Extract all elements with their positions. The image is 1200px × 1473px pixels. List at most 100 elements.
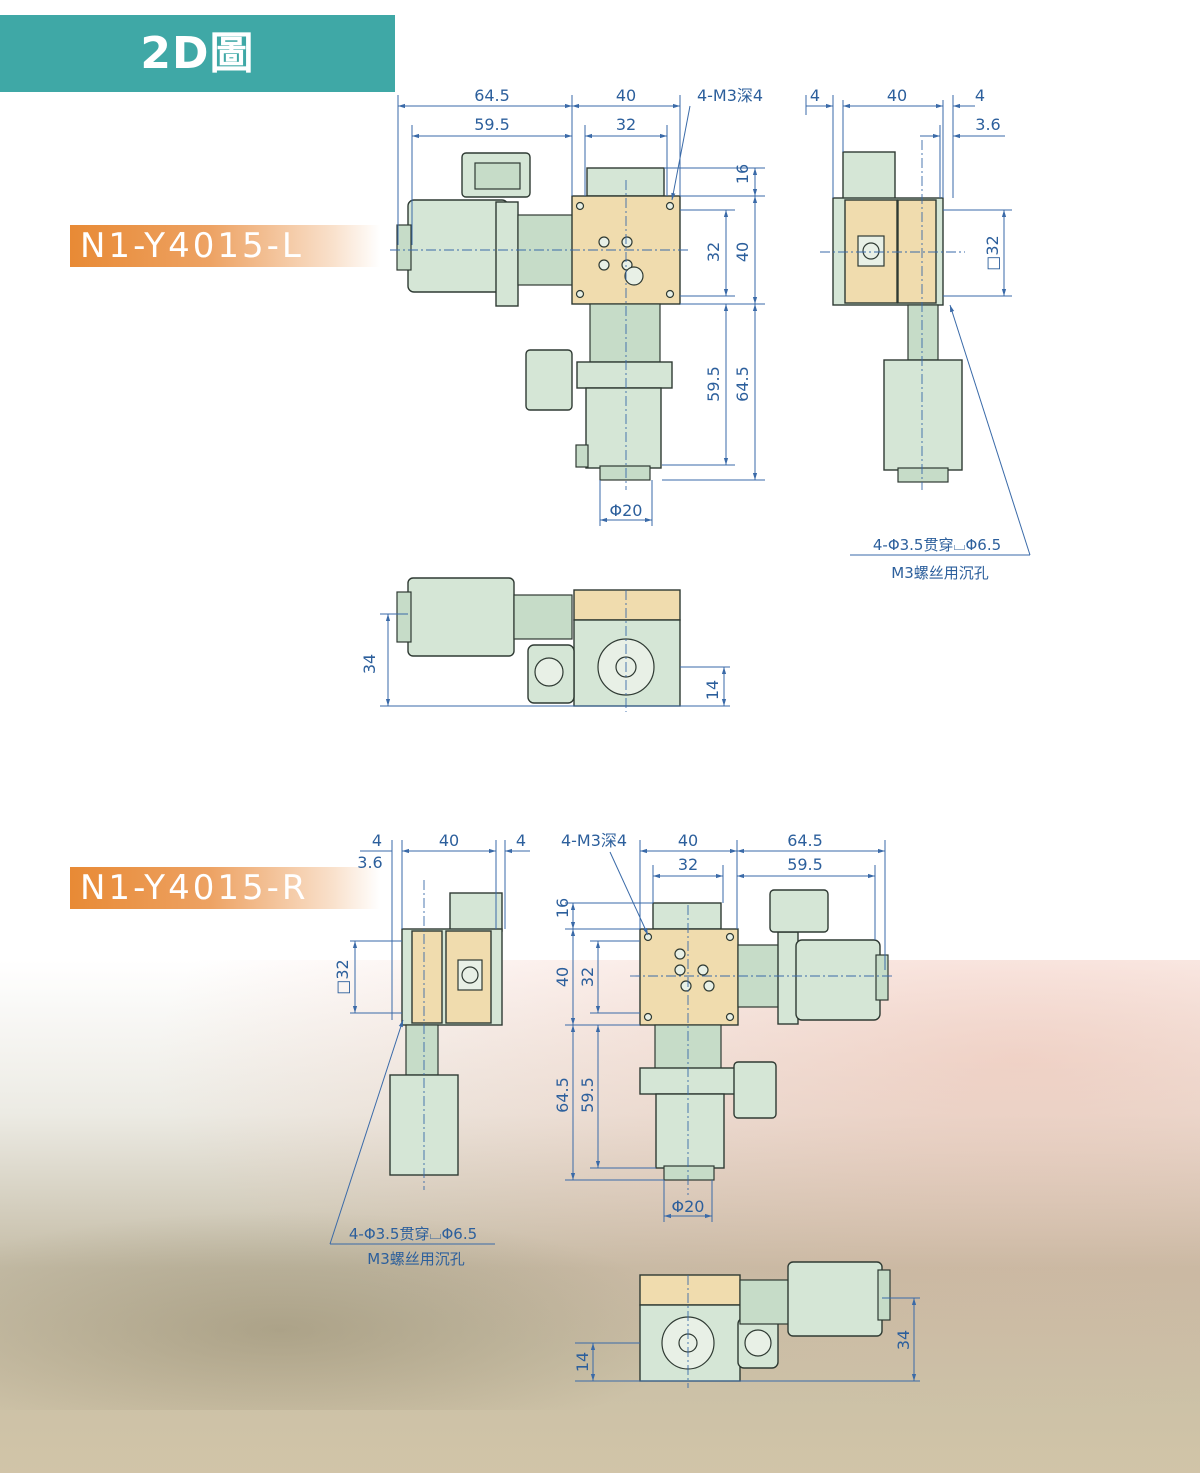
- background-hill: [0, 1210, 700, 1410]
- dim-r-front-34: 34: [894, 1330, 913, 1350]
- r-lower-motor-end: [663, 1165, 715, 1181]
- dim-r-40v: 40: [553, 967, 572, 987]
- model-label-l: N1-Y4015-L: [70, 225, 380, 267]
- r-front-coupling: [739, 1279, 793, 1325]
- l-plate-knob: [624, 266, 644, 286]
- r-plate-screw: [643, 932, 653, 942]
- dim-r-64-5: 64.5: [787, 831, 823, 850]
- r-front-motor: [787, 1261, 883, 1337]
- dim-l-40v: 40: [733, 242, 752, 262]
- dim-l-59-5v: 59.5: [704, 366, 723, 402]
- dim-r-front-14: 14: [573, 1352, 592, 1372]
- r-motor-flange: [777, 931, 799, 1025]
- l-front-plate: [573, 589, 681, 621]
- r-front-connector-hole: [744, 1329, 772, 1357]
- r-top-plate: [639, 928, 739, 1026]
- r-plate-hole: [697, 964, 709, 976]
- r-front-plate: [639, 1274, 741, 1306]
- r-hole-note-1: 4-Φ3.5贯穿⌴Φ6.5: [349, 1225, 477, 1243]
- dim-l-phi20: Φ20: [610, 501, 643, 520]
- dim-l-64-5v: 64.5: [733, 366, 752, 402]
- l-hole-note-2: M3螺丝用沉孔: [891, 564, 989, 582]
- dim-r-side-40: 40: [439, 831, 459, 850]
- dim-l-front-34: 34: [360, 654, 379, 674]
- dim-l-thread-note: 4-M3深4: [697, 86, 763, 105]
- r-lower-connector: [733, 1061, 777, 1119]
- dim-r-40: 40: [678, 831, 698, 850]
- r-front-view: 14 34: [573, 1261, 920, 1388]
- r-plate-hole: [703, 980, 715, 992]
- l-side-view: [820, 140, 965, 490]
- l-side-motor-end: [897, 467, 949, 483]
- l-plate-screw: [665, 289, 675, 299]
- dim-l-59-5: 59.5: [474, 115, 510, 134]
- dim-r-side-4a: 4: [372, 831, 382, 850]
- l-front-motor-end: [396, 591, 412, 643]
- dim-l-side-40: 40: [887, 86, 907, 105]
- dim-r-32: 32: [678, 855, 698, 874]
- l-front-motor: [407, 577, 515, 657]
- dim-r-32v: 32: [578, 967, 597, 987]
- dim-l-front-14: 14: [703, 680, 722, 700]
- header-bar: [0, 15, 395, 92]
- dim-l-32v: 32: [704, 242, 723, 262]
- r-plate-screw: [725, 1012, 735, 1022]
- l-lower-connector: [525, 349, 573, 411]
- l-top-dimensions: 64.5 40 59.5 32 4-M3深4 16 32 40 59.5 64.…: [397, 86, 765, 526]
- l-motor-flange: [495, 201, 519, 307]
- l-coupling: [517, 214, 574, 286]
- dim-r-59-5: 59.5: [787, 855, 823, 874]
- l-plate-screw: [665, 201, 675, 211]
- r-side-view: [389, 880, 503, 1190]
- l-plate-screw: [575, 289, 585, 299]
- r-plate-screw: [643, 1012, 653, 1022]
- l-side-top-block: [842, 151, 896, 201]
- dim-l-side-4a: 4: [810, 86, 820, 105]
- l-lower-motor-end: [599, 465, 651, 481]
- l-motor-body: [407, 199, 509, 293]
- l-plate-hole: [598, 236, 610, 248]
- l-hole-note-1: 4-Φ3.5贯穿⌴Φ6.5: [873, 536, 1001, 554]
- l-lower-motor: [585, 387, 662, 469]
- l-side-hole: [862, 242, 880, 260]
- r-plate-screw: [725, 932, 735, 942]
- l-top-view: [390, 152, 690, 490]
- dim-r-side-4b: 4: [516, 831, 526, 850]
- r-side-neck: [405, 1024, 439, 1076]
- model-label-r: N1-Y4015-R: [70, 867, 380, 909]
- page-title: 2D圖: [140, 28, 255, 79]
- r-side-plate: [411, 930, 443, 1024]
- l-plate-hole: [598, 259, 610, 271]
- l-lower-motor-tab: [575, 444, 589, 468]
- r-motor-connector: [769, 889, 829, 933]
- r-motor-end: [875, 954, 889, 1001]
- r-plate-hole: [680, 980, 692, 992]
- l-front-coupling: [513, 594, 573, 640]
- dim-r-thread-note: 4-M3深4: [561, 831, 627, 850]
- r-top-bracket: [652, 902, 722, 930]
- l-side-plate-b: [897, 199, 937, 304]
- r-lower-motor: [655, 1093, 725, 1169]
- dim-l-16: 16: [733, 164, 752, 184]
- l-side-motor: [883, 359, 963, 471]
- dim-l-40: 40: [616, 86, 636, 105]
- r-side-dimensions: 4 40 4 3.6 □32 4-Φ3.5贯穿⌴Φ6.5 M3螺丝用沉孔: [329, 831, 530, 1268]
- l-lower-coupling: [589, 303, 661, 363]
- r-plate-hole: [674, 964, 686, 976]
- l-side-dimensions: 4 40 4 3.6 □32 4-Φ3.5贯穿⌴Φ6.5 M3螺丝用沉孔: [805, 86, 1031, 582]
- r-front-motor-end: [877, 1269, 891, 1321]
- r-plate-hole: [674, 948, 686, 960]
- dim-r-64-5v: 64.5: [553, 1077, 572, 1113]
- r-top-view: [630, 889, 895, 1195]
- dim-r-16: 16: [553, 898, 572, 918]
- dim-r-phi20: Φ20: [672, 1197, 705, 1216]
- dim-l-side-sq32: □32: [983, 235, 1002, 270]
- l-motor-connector-inner: [474, 162, 521, 190]
- r-side-hole: [461, 966, 479, 984]
- l-side-neck: [907, 304, 939, 361]
- dim-l-side-3-6: 3.6: [975, 115, 1000, 134]
- dim-r-side-sq32: □32: [333, 959, 352, 994]
- l-front-connector-hole: [534, 657, 564, 687]
- l-plate-screw: [575, 201, 585, 211]
